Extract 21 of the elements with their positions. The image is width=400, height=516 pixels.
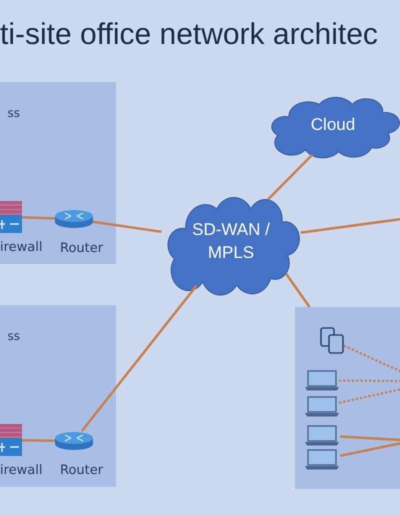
connector-line <box>338 388 400 404</box>
node-label: irewall <box>0 463 42 478</box>
connector-line <box>340 435 400 442</box>
diagram-title: ti-site office network architec <box>0 18 378 52</box>
connector-line <box>22 438 56 442</box>
connector-line <box>340 442 400 458</box>
site-panel <box>0 82 116 264</box>
connector-line <box>22 216 56 220</box>
node-label: ss <box>7 329 20 343</box>
node-label: Router <box>60 463 104 478</box>
connector-line <box>344 344 400 374</box>
connector-line <box>267 154 314 200</box>
node-label: ss <box>7 106 20 120</box>
node-label: Cloud <box>310 114 356 136</box>
node-label: Router <box>60 241 104 256</box>
connector-line <box>92 220 162 234</box>
node-label: irewall <box>0 240 42 255</box>
connector-line <box>338 379 400 382</box>
site-panel <box>0 305 116 487</box>
site-panel <box>295 307 400 489</box>
connector-line <box>300 218 400 234</box>
